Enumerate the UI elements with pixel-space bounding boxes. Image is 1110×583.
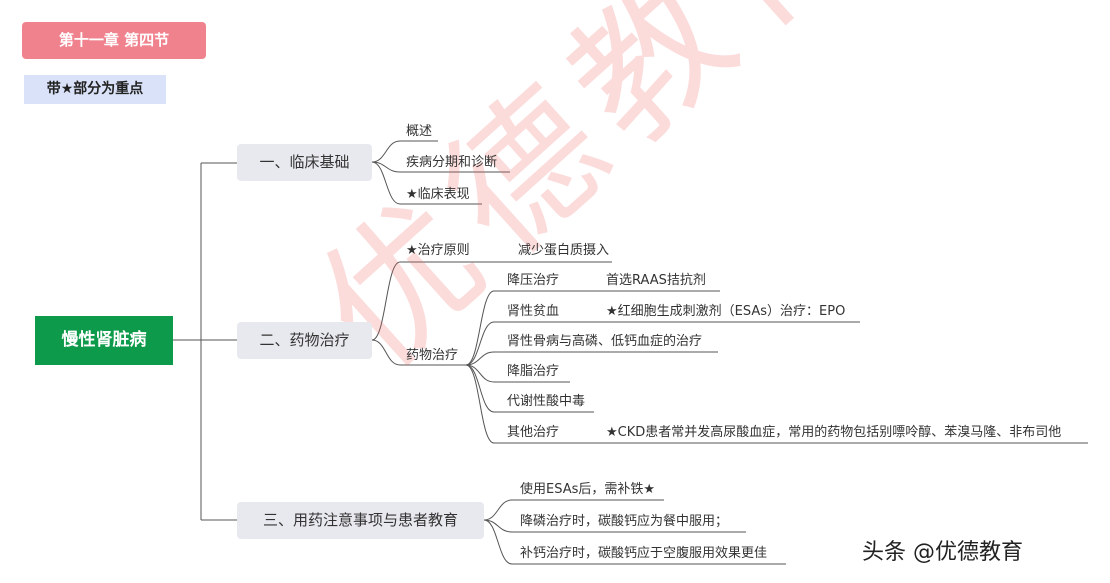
branch-medication-education[interactable]: 三、用药注意事项与患者教育 bbox=[237, 502, 484, 539]
leaf-antihypertensive[interactable]: 降压治疗 bbox=[507, 273, 560, 288]
detail-protein-intake[interactable]: 减少蛋白质摄入 bbox=[518, 243, 610, 258]
brand-watermark: 头条 @优德教育 bbox=[862, 540, 1023, 565]
leaf-staging-diagnosis[interactable]: 疾病分期和诊断 bbox=[406, 155, 498, 170]
detail-raas[interactable]: 首选RAAS拮抗剂 bbox=[606, 273, 706, 288]
root-node[interactable]: 慢性肾脏病 bbox=[35, 316, 173, 365]
key-note-label: 带★部分为重点 bbox=[24, 75, 166, 104]
leaf-metabolic-acidosis[interactable]: 代谢性酸中毒 bbox=[507, 394, 586, 409]
leaf-iron-supplement[interactable]: 使用ESAs后，需补铁★ bbox=[520, 482, 656, 497]
leaf-calcium-supplement[interactable]: 补钙治疗时，碳酸钙应于空腹服用效果更佳 bbox=[520, 546, 768, 561]
leaf-renal-anemia[interactable]: 肾性贫血 bbox=[507, 304, 560, 319]
detail-esa-epo[interactable]: ★红细胞生成刺激剂（ESAs）治疗：EPO bbox=[606, 304, 846, 319]
detail-hyperuricemia[interactable]: ★CKD患者常并发高尿酸血症，常用的药物包括别嘌呤醇、苯溴马隆、非布司他 bbox=[606, 425, 1062, 440]
branch-drug-therapy[interactable]: 二、药物治疗 bbox=[237, 322, 372, 359]
leaf-clinical-manifestation[interactable]: ★临床表现 bbox=[406, 187, 470, 202]
leaf-lipid-lowering[interactable]: 降脂治疗 bbox=[507, 364, 560, 379]
leaf-treatment-principle[interactable]: ★治疗原则 bbox=[406, 243, 470, 258]
leaf-drug-treatment[interactable]: 药物治疗 bbox=[406, 348, 459, 363]
leaf-phosphate-lowering[interactable]: 降磷治疗时，碳酸钙应为餐中服用； bbox=[520, 514, 729, 529]
leaf-renal-bone-disease[interactable]: 肾性骨病与高磷、低钙血症的治疗 bbox=[507, 334, 703, 349]
leaf-overview[interactable]: 概述 bbox=[406, 124, 433, 139]
leaf-other-treatment[interactable]: 其他治疗 bbox=[507, 425, 560, 440]
chapter-label: 第十一章 第四节 bbox=[22, 22, 206, 59]
branch-clinical-basics[interactable]: 一、临床基础 bbox=[237, 144, 372, 181]
